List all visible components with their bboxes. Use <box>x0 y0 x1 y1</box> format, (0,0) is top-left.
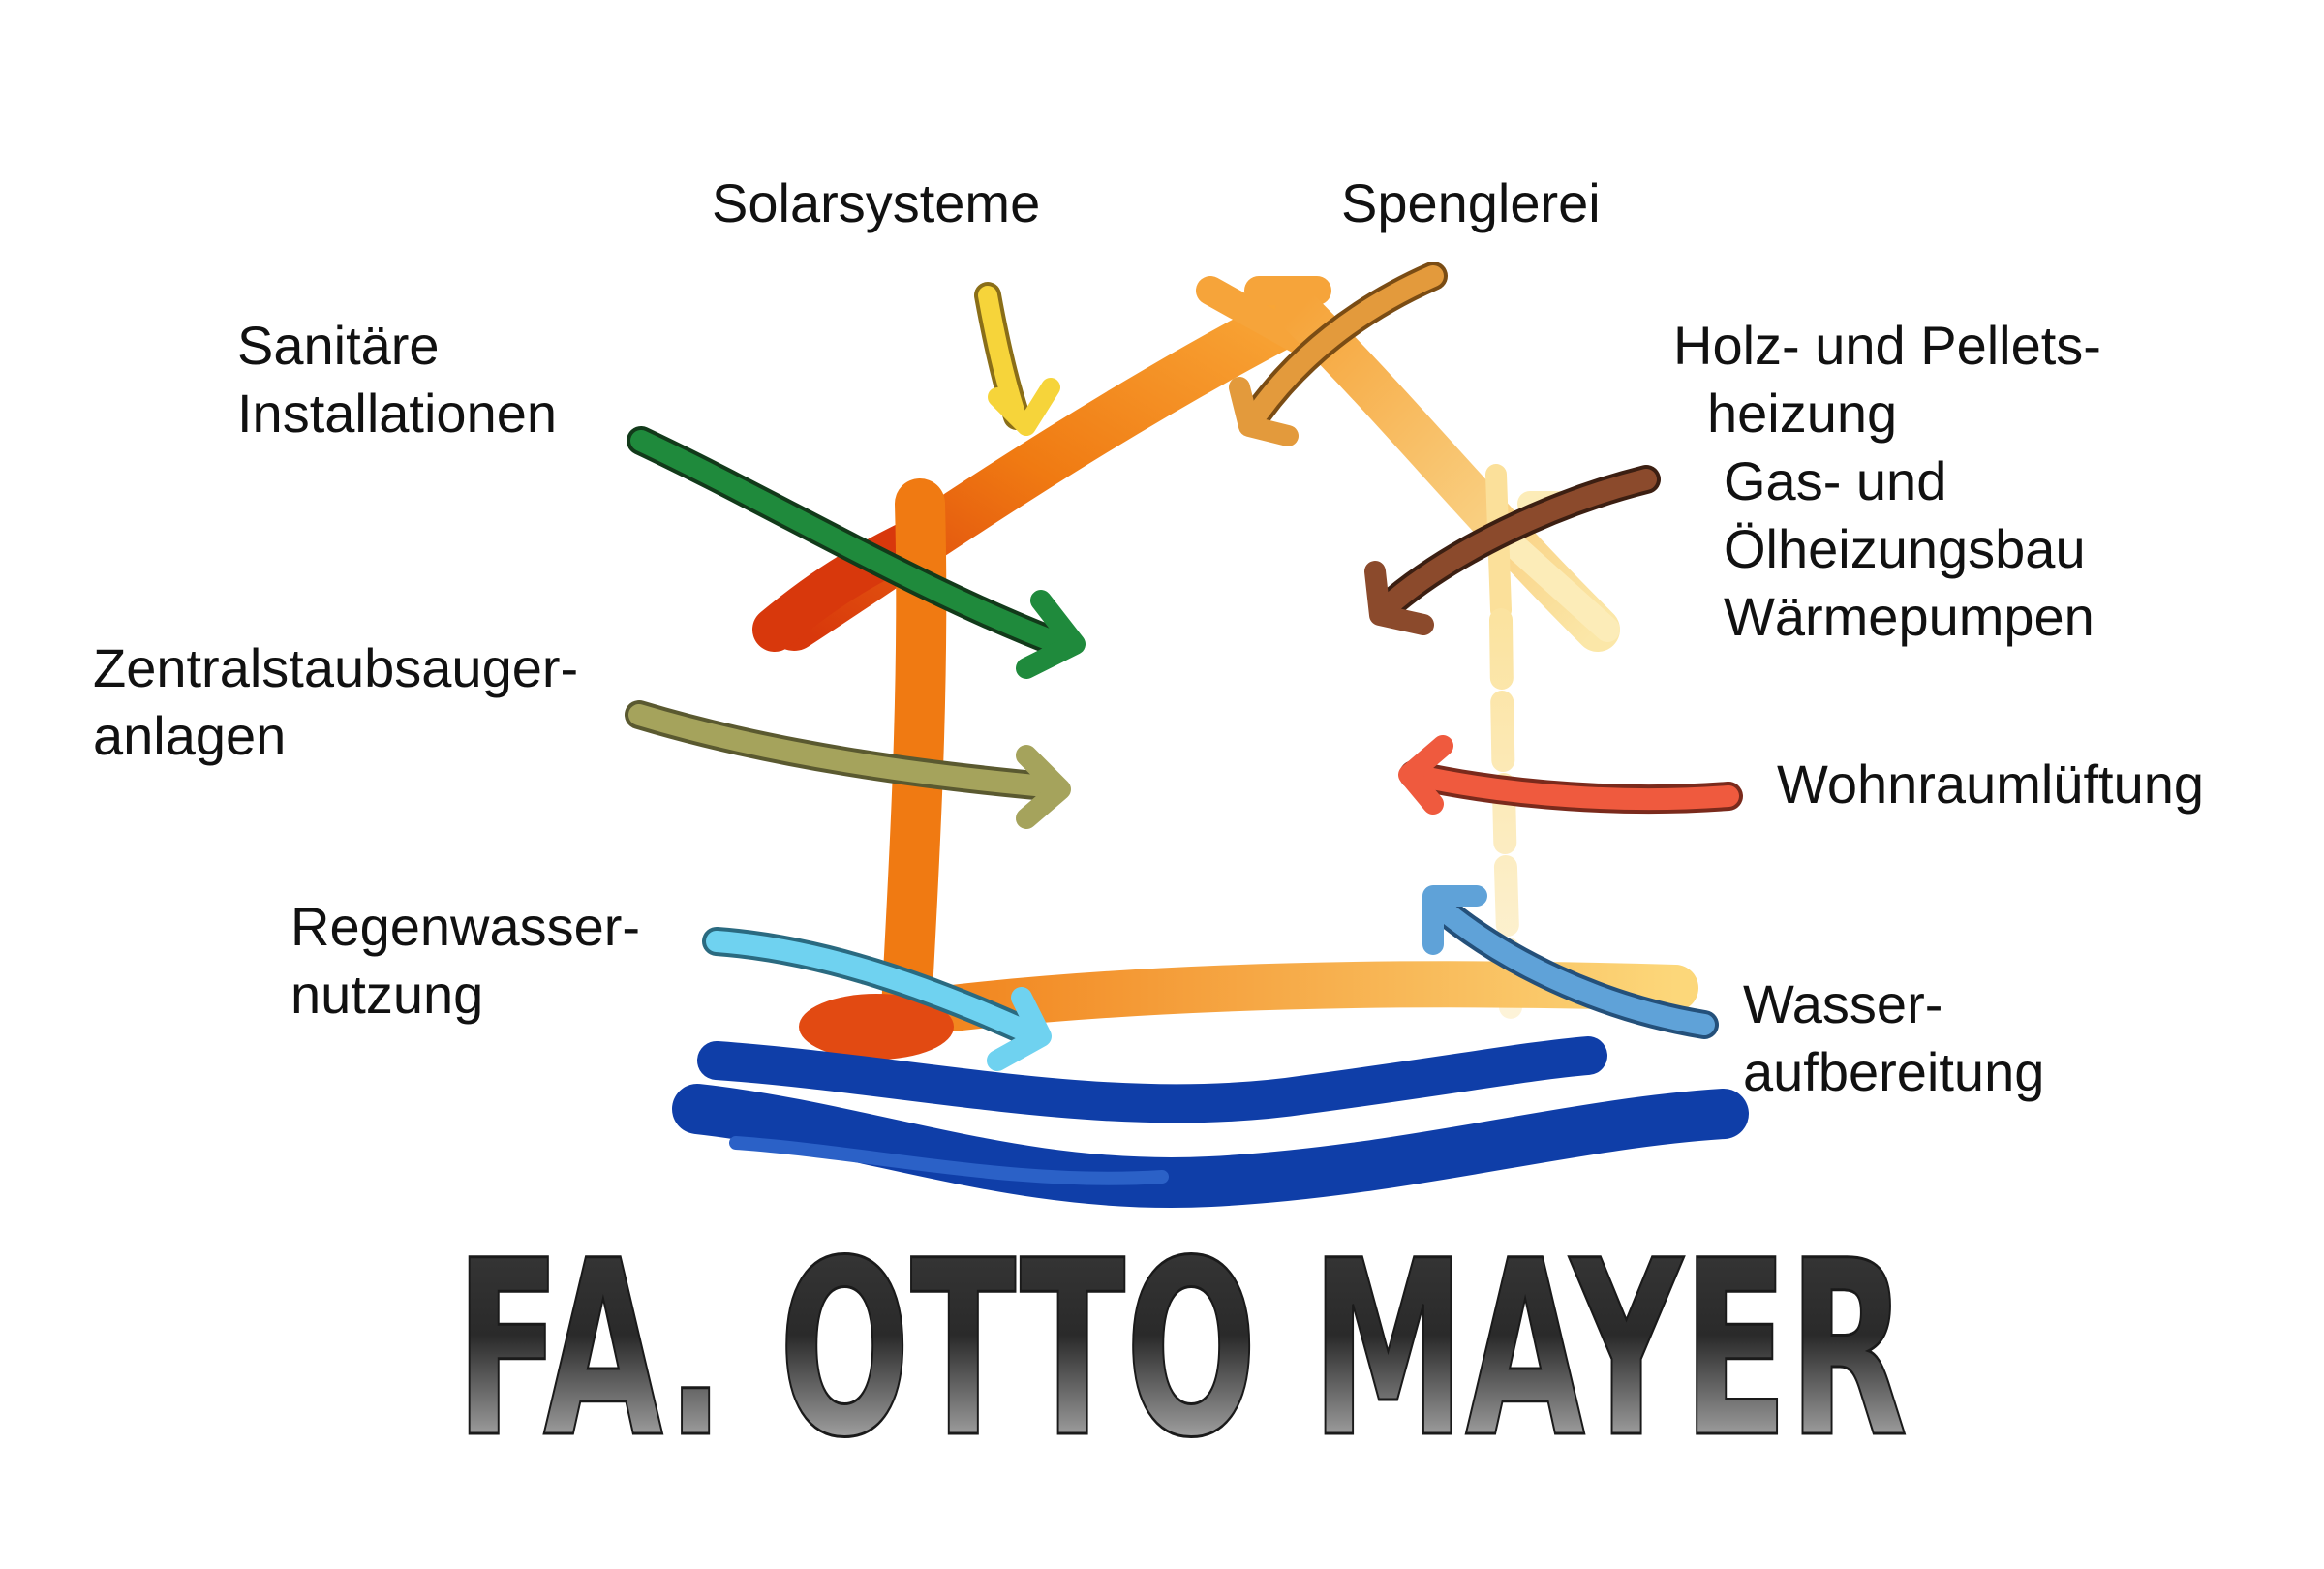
label-heizung: Holz- und Pellets- heizung Gas- und Ölhe… <box>1673 312 2101 651</box>
label-wasser-line-2: aufbereitung <box>1743 1041 2045 1102</box>
water-wave-top <box>697 1036 1607 1123</box>
company-name: FA. OTTO MAYER <box>455 1230 1908 1472</box>
label-heizung-line-5: Wärmepumpen <box>1724 586 2095 647</box>
label-heizung-line-1: Holz- und Pellets- <box>1673 315 2101 376</box>
arrow-solarsysteme <box>974 282 1060 436</box>
house-base-corner <box>799 994 954 1060</box>
label-zentralstaubsauger: Zentralstaubsauger- anlagen <box>93 634 578 770</box>
arrow-wohnraum <box>1398 735 1743 815</box>
label-heizung-line-4: Ölheizungsbau <box>1724 518 2086 579</box>
water-wave-light <box>729 1136 1169 1185</box>
label-zentralstaub-line-2: anlagen <box>93 705 287 766</box>
arrow-heizung <box>1364 465 1661 635</box>
arrow-spenglerei <box>1229 262 1448 446</box>
label-heizung-line-2: heizung <box>1707 383 1898 444</box>
water-wave-bottom <box>672 1084 1749 1209</box>
arrow-zentralstaub <box>625 700 1071 829</box>
label-solarsysteme-line: Solarsysteme <box>712 172 1041 233</box>
arrow-wasser <box>1422 885 1719 1039</box>
label-sanitaere-installationen: Sanitäre Installationen <box>237 312 557 447</box>
label-sanitaere-line-2: Installationen <box>237 383 558 444</box>
label-wasser-line-1: Wasser- <box>1743 973 1943 1034</box>
label-spenglerei-line: Spenglerei <box>1341 172 1601 233</box>
arrow-regenwasser <box>702 927 1052 1071</box>
label-wasseraufbereitung: Wasser- aufbereitung <box>1743 970 2044 1106</box>
label-solarsysteme: Solarsysteme <box>712 169 1040 237</box>
label-spenglerei: Spenglerei <box>1341 169 1601 237</box>
company-logo-wordmark: FA. OTTO MAYER <box>454 1230 1910 1472</box>
label-regenwassernutzung: Regenwasser- nutzung <box>290 893 640 1029</box>
arrow-sanitaere <box>627 426 1086 679</box>
label-regenwasser-line-2: nutzung <box>290 964 484 1025</box>
label-heizung-line-3: Gas- und <box>1724 450 1947 511</box>
label-wohnraumlueftung: Wohnraumlüftung <box>1777 751 2204 818</box>
label-sanitaere-line-1: Sanitäre <box>237 315 440 376</box>
label-wohnraum-line: Wohnraumlüftung <box>1777 754 2204 815</box>
label-zentralstaub-line-1: Zentralstaubsauger- <box>93 637 579 698</box>
label-regenwasser-line-1: Regenwasser- <box>290 896 641 957</box>
